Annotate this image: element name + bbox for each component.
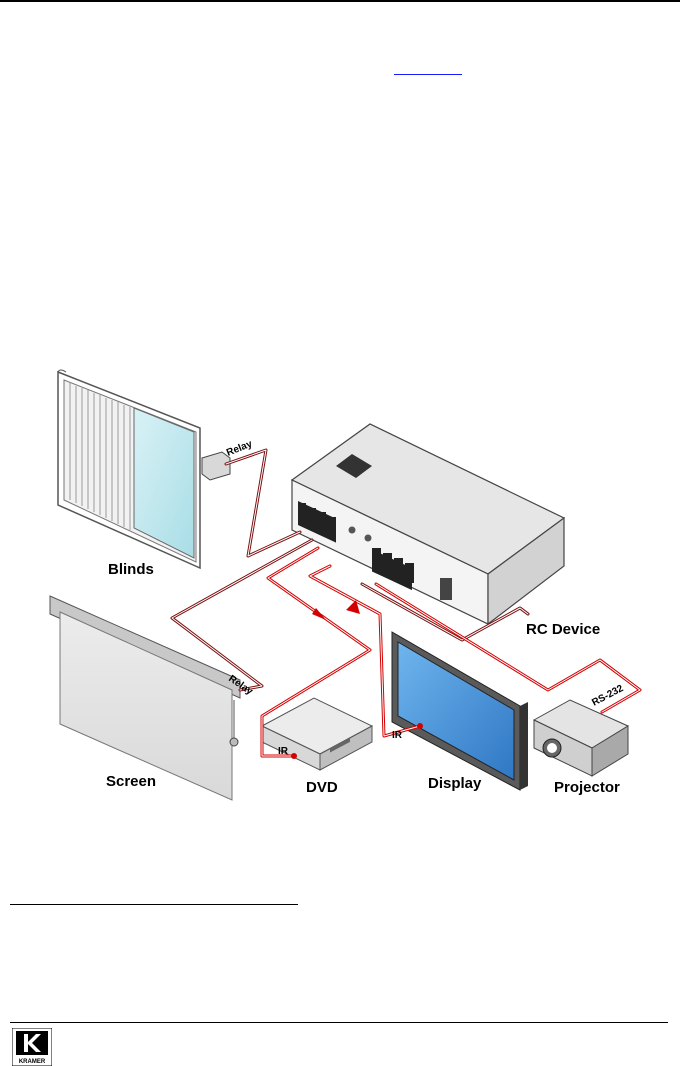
ir-label-dvd: IR — [278, 746, 289, 757]
screen-label: Screen — [106, 773, 156, 790]
dvd-device — [260, 697, 374, 771]
blinds-label: Blinds — [108, 561, 154, 578]
header-rule — [0, 0, 680, 2]
rs232-label: RS-232 — [590, 683, 625, 709]
projector-device — [532, 699, 630, 777]
controller-device — [290, 423, 566, 626]
footer-rule — [10, 1022, 668, 1023]
blinds-device — [57, 369, 231, 570]
display-device — [391, 631, 528, 791]
cross-reference-link[interactable] — [394, 60, 462, 75]
ir-label-display: IR — [392, 730, 403, 741]
footnote-rule — [10, 904, 298, 905]
rc-device-label: RC Device — [526, 621, 600, 638]
screen-device — [49, 595, 241, 801]
dvd-label: DVD — [306, 779, 338, 796]
kramer-logo-icon: KRAMER — [12, 1028, 52, 1066]
display-label: Display — [428, 775, 482, 792]
projector-label: Projector — [554, 779, 620, 796]
svg-text:KRAMER: KRAMER — [19, 1059, 46, 1065]
